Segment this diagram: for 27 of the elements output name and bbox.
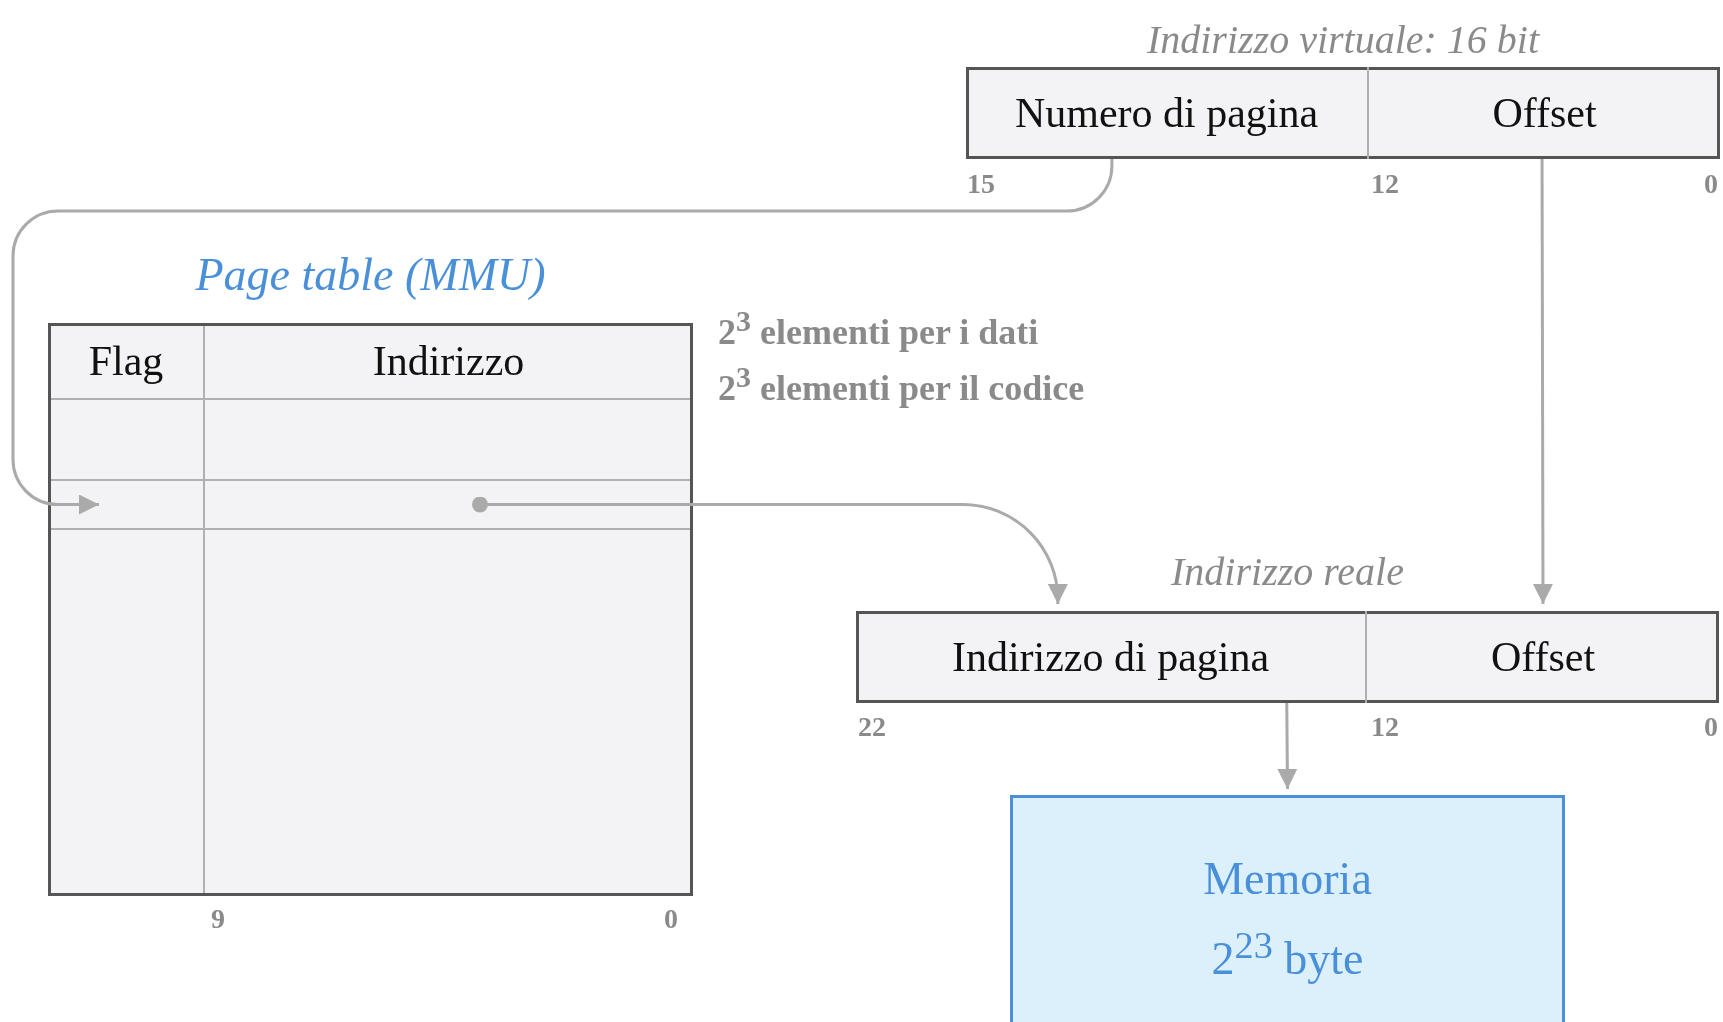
memory-block	[1010, 795, 1565, 1022]
field-cell: Indirizzo	[204, 323, 693, 399]
arrow	[472, 496, 1068, 605]
memory-text: 2$^{23}$ byte	[1210, 923, 1365, 987]
field-title: Page table (MMU)	[194, 248, 547, 301]
bit-number: 12	[1371, 711, 1399, 743]
note-text: 2$^{3}$ elementi per il codice	[718, 359, 1085, 409]
field-cell: Numero di pagina	[966, 67, 1369, 159]
bit-number: 0	[664, 903, 678, 935]
memory-text: Memoria	[1202, 852, 1373, 906]
field-cell: Offset	[1369, 67, 1720, 159]
note-text: 2$^{3}$ elementi per i dati	[718, 303, 1039, 353]
bit-number: 0	[1704, 711, 1718, 743]
arrow	[11, 158, 1114, 515]
field-title: Indirizzo reale	[1170, 548, 1405, 595]
arrow	[1277, 703, 1298, 789]
field-cell: Indirizzo di pagina	[856, 611, 1367, 703]
field-cell: Offset	[1367, 611, 1719, 703]
bit-number: 0	[1704, 168, 1718, 200]
table-row	[51, 479, 690, 530]
field-cell: Flag	[48, 323, 204, 399]
bit-number: 9	[211, 903, 225, 935]
field-title: Indirizzo virtuale: 16 bit	[1145, 16, 1541, 63]
bit-number: 12	[1371, 168, 1399, 200]
bit-number: 15	[967, 168, 995, 200]
bit-number: 22	[858, 711, 886, 743]
arrow	[1532, 159, 1553, 604]
